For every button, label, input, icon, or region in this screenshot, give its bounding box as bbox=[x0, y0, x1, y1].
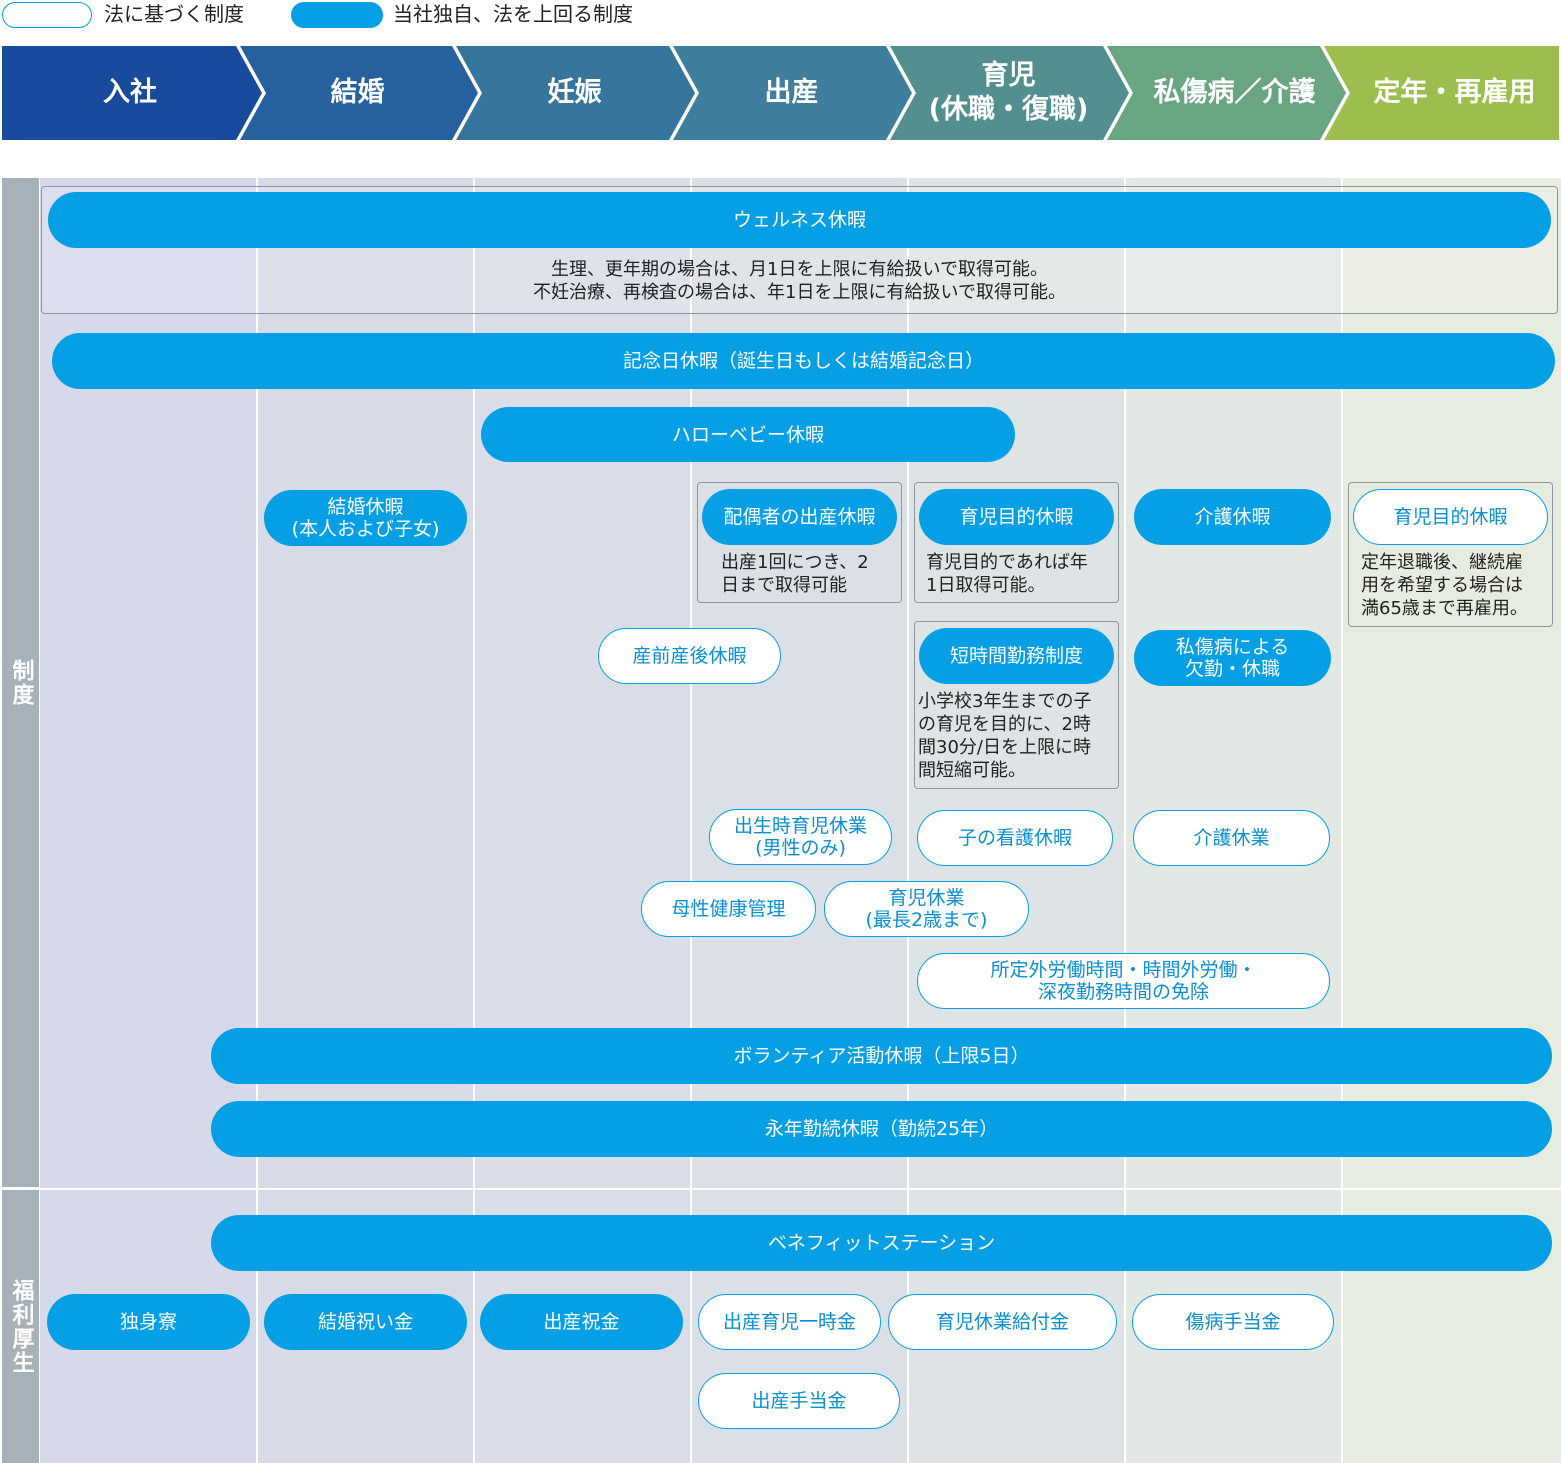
column-divider bbox=[907, 178, 909, 1463]
stage-childbirth: 出産 bbox=[764, 77, 819, 108]
wellness-note-2: 不妊治療、再検査の場合は、年1日を上限に有給扱いで取得可能。 bbox=[533, 282, 1066, 303]
childcare-leave-line2: (最長2歳まで) bbox=[865, 909, 988, 931]
volunteer-leave-pill: ボランティア活動休暇（上限5日） bbox=[211, 1028, 1552, 1084]
hello-baby-leave-pill: ハローベビー休暇 bbox=[481, 407, 1015, 462]
care-leave-long-pill: 介護休業 bbox=[1133, 810, 1330, 866]
short-hours-box bbox=[914, 621, 1119, 789]
column-divider bbox=[256, 178, 258, 1463]
illness-absence-line1: 私傷病による bbox=[1175, 636, 1290, 658]
child-nursing-leave-pill: 子の看護休暇 bbox=[917, 810, 1113, 866]
stage-childcare: 育児 (休職・復職) bbox=[901, 44, 1116, 142]
column-divider bbox=[1124, 178, 1126, 1463]
stage-5-shape bbox=[890, 46, 1129, 140]
section-label-welfare: 福利厚生 bbox=[2, 1190, 39, 1463]
care-leave-pill: 介護休暇 bbox=[1134, 489, 1331, 545]
stage-illness-care: 私傷病／介護 bbox=[1153, 77, 1316, 108]
childcare-leave-line1: 育児休業 bbox=[888, 887, 965, 909]
rehire-note-1: 定年退職後、継続雇 bbox=[1361, 552, 1523, 573]
legend-law-swatch bbox=[2, 2, 92, 28]
overtime-exemption-pill: 所定外労働時間・時間外労働・ 深夜勤務時間の免除 bbox=[917, 953, 1330, 1009]
stage-4-shape bbox=[673, 46, 912, 140]
overtime-line1: 所定外労働時間・時間外労働・ bbox=[990, 959, 1257, 981]
section-label-welfare-text: 福利厚生 bbox=[8, 1278, 34, 1375]
wellness-note-1: 生理、更年期の場合は、月1日を上限に有給扱いで取得可能。 bbox=[551, 259, 1048, 280]
illness-absence-pill: 私傷病による 欠勤・休職 bbox=[1134, 630, 1331, 686]
maternity-allowance-pill: 出産手当金 bbox=[698, 1373, 900, 1429]
stage-retirement: 定年・再雇用 bbox=[1373, 77, 1536, 108]
rehire-note-3: 満65歳まで再雇用。 bbox=[1361, 598, 1528, 619]
anniversary-leave-pill: 記念日休暇（誕生日もしくは結婚記念日） bbox=[52, 333, 1555, 389]
short-hours-pill: 短時間勤務制度 bbox=[919, 628, 1114, 684]
stage-childcare-line1: 育児 bbox=[981, 60, 1036, 91]
short-hours-note-4: 間短縮可能。 bbox=[918, 760, 1026, 781]
stage-3-shape bbox=[456, 46, 695, 140]
paternity-line1: 出生時育児休業 bbox=[733, 815, 867, 837]
spouse-birth-note-1: 出産1回につき、2 bbox=[721, 552, 869, 573]
marriage-leave-line2: (本人および子女) bbox=[291, 518, 440, 540]
legend-company-label: 当社独自、法を上回る制度 bbox=[393, 2, 633, 26]
short-hours-note-3: 間30分/日を上限に時 bbox=[918, 737, 1091, 758]
paternity-line2: (男性のみ) bbox=[755, 837, 846, 859]
sickness-allowance-pill: 傷病手当金 bbox=[1132, 1294, 1334, 1350]
spouse-birth-box bbox=[697, 482, 902, 603]
maternal-health-pill: 母性健康管理 bbox=[641, 881, 816, 937]
column-divider bbox=[1341, 178, 1343, 1463]
rehire-childcare-box bbox=[1348, 482, 1553, 627]
legend-company-swatch bbox=[291, 2, 383, 28]
childcare-purpose-note-2: 1日取得可能。 bbox=[926, 575, 1046, 596]
childcare-benefit-pill: 育児休業給付金 bbox=[888, 1294, 1117, 1350]
stage-pregnancy: 妊娠 bbox=[547, 77, 602, 108]
childcare-purpose-note-1: 育児目的であれば年 bbox=[926, 552, 1088, 573]
childcare-leave-pill: 育児休業 (最長2歳まで) bbox=[824, 881, 1029, 937]
marriage-leave-line1: 結婚休暇 bbox=[327, 496, 404, 518]
illness-absence-line2: 欠勤・休職 bbox=[1184, 658, 1280, 680]
rehire-note-2: 用を希望する場合は bbox=[1361, 575, 1523, 596]
paternity-leave-pill: 出生時育児休業 (男性のみ) bbox=[709, 809, 892, 865]
wedding-gift-pill: 結婚祝い金 bbox=[264, 1294, 467, 1350]
rehire-childcare-leave-pill: 育児目的休暇 bbox=[1353, 489, 1548, 545]
stage-7-shape bbox=[1324, 46, 1559, 140]
spouse-birth-leave-pill: 配偶者の出産休暇 bbox=[702, 489, 897, 545]
birth-lump-sum-pill: 出産育児一時金 bbox=[698, 1294, 881, 1350]
section-divider bbox=[0, 1188, 1561, 1190]
birth-gift-pill: 出産祝金 bbox=[480, 1294, 683, 1350]
maternity-leave-pill: 産前産後休暇 bbox=[598, 628, 781, 684]
stage-2-shape bbox=[240, 46, 478, 140]
life-stage-header bbox=[2, 46, 1559, 140]
column-divider bbox=[690, 178, 692, 1463]
short-hours-note-1: 小学校3年生までの子 bbox=[918, 691, 1092, 712]
childcare-purpose-leave-pill: 育児目的休暇 bbox=[919, 489, 1114, 545]
spouse-birth-note-2: 日まで取得可能 bbox=[721, 575, 847, 596]
wellness-leave-pill: ウェルネス休暇 bbox=[48, 192, 1551, 248]
short-hours-note-2: の育児を目的に、2時 bbox=[918, 714, 1091, 735]
childcare-purpose-box bbox=[914, 482, 1119, 603]
legend-law-label: 法に基づく制度 bbox=[104, 2, 244, 26]
section-label-system: 制度 bbox=[2, 178, 39, 1187]
dorm-pill: 独身寮 bbox=[47, 1294, 250, 1350]
stage-join: 入社 bbox=[103, 77, 157, 108]
stage-childcare-line2: (休職・復職) bbox=[928, 94, 1089, 125]
column-divider bbox=[473, 178, 475, 1463]
overtime-line2: 深夜勤務時間の免除 bbox=[1037, 981, 1209, 1003]
section-label-system-text: 制度 bbox=[8, 658, 34, 707]
benefit-station-pill: ベネフィットステーション bbox=[211, 1215, 1552, 1271]
long-service-leave-pill: 永年勤続休暇（勤続25年） bbox=[211, 1101, 1552, 1157]
stage-marriage: 結婚 bbox=[330, 77, 385, 108]
marriage-leave-pill: 結婚休暇 (本人および子女) bbox=[264, 490, 467, 546]
stage-1-shape bbox=[2, 46, 262, 140]
stage-6-shape bbox=[1107, 46, 1346, 140]
